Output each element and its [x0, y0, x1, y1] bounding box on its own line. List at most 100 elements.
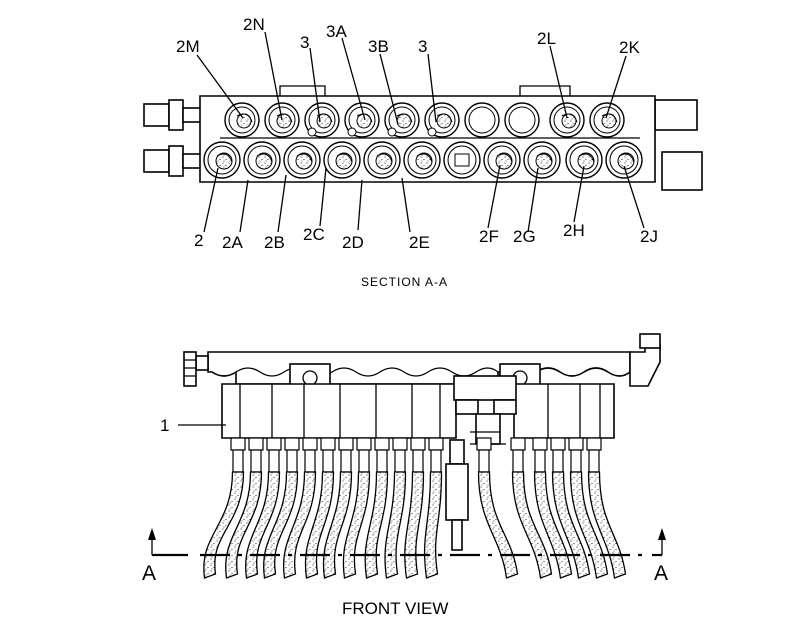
orifice	[427, 127, 437, 137]
hex-fitting	[356, 437, 372, 451]
hydraulic-hose	[245, 471, 281, 579]
callout-2J: 2J	[640, 227, 658, 246]
hydraulic-hose	[551, 471, 591, 579]
hose-fitting-row	[230, 437, 602, 473]
hydraulic-hose	[225, 471, 263, 579]
right-end-fittings	[654, 99, 703, 191]
hydraulic-hose	[569, 471, 609, 579]
callout-2C: 2C	[303, 225, 325, 244]
hex-fitting	[586, 437, 602, 451]
hex-fitting	[266, 437, 282, 451]
hose-nipple	[376, 449, 388, 473]
callout-2L: 2L	[537, 29, 556, 48]
hoses	[203, 471, 627, 579]
hose-nipple	[304, 449, 316, 473]
hydraulic-hose	[477, 471, 519, 579]
manifold-top-rail	[207, 351, 631, 385]
hydraulic-hose	[511, 471, 553, 579]
bottom-leader-lines	[203, 164, 645, 233]
top-port	[589, 102, 625, 138]
valve-body-right	[513, 383, 615, 439]
hose-nipple	[394, 449, 406, 473]
top-port	[549, 102, 585, 138]
hydraulic-hose	[533, 471, 573, 579]
hex-fitting	[476, 437, 492, 451]
hydraulic-hose	[322, 471, 353, 579]
hex-fitting	[248, 437, 264, 451]
callout-3A: 3A	[326, 22, 347, 41]
orifice	[387, 127, 397, 137]
hydraulic-hose	[364, 471, 389, 579]
callout-3-right: 3	[418, 37, 427, 56]
top-port	[224, 102, 260, 138]
bottom-port	[605, 141, 643, 179]
bottom-port	[283, 141, 321, 179]
hex-fitting	[532, 437, 548, 451]
callout-2A: 2A	[222, 233, 243, 252]
callout-2E: 2E	[409, 233, 430, 252]
top-port	[264, 102, 300, 138]
section-line-a-a	[148, 528, 666, 557]
callout-3-left: 3	[300, 33, 309, 52]
hose-nipple	[250, 449, 262, 473]
hose-nipple	[430, 449, 442, 473]
hose-nipple	[588, 449, 600, 473]
hex-fitting	[550, 437, 566, 451]
bottom-row-ports	[203, 141, 643, 179]
bottom-port	[523, 141, 561, 179]
hex-fitting	[568, 437, 584, 451]
top-leader-lines	[196, 31, 627, 125]
bottom-port	[443, 141, 481, 179]
hydraulic-hose	[423, 471, 443, 579]
callout-2M: 2M	[176, 37, 200, 56]
top-port	[464, 102, 500, 138]
bottom-port	[565, 141, 603, 179]
bottom-port	[323, 141, 361, 179]
callout-2H: 2H	[563, 221, 585, 240]
hose-nipple	[412, 449, 424, 473]
bottom-port	[363, 141, 401, 179]
hex-fitting	[410, 437, 426, 451]
callout-2B: 2B	[264, 233, 285, 252]
callout-2: 2	[194, 231, 203, 250]
orifice	[347, 127, 357, 137]
hose-nipple	[286, 449, 298, 473]
bottom-port	[243, 141, 281, 179]
callout-2N: 2N	[243, 15, 265, 34]
hose-nipple	[512, 449, 524, 473]
hose-nipple	[478, 449, 490, 473]
bottom-port	[403, 141, 441, 179]
bottom-port	[203, 141, 241, 179]
hex-fitting	[302, 437, 318, 451]
hydraulic-hose	[263, 471, 299, 579]
callout-1: 1	[160, 416, 169, 435]
callout-2G: 2G	[513, 227, 536, 246]
hex-fitting	[320, 437, 336, 451]
sensor-body	[445, 463, 469, 521]
hex-fitting	[338, 437, 354, 451]
front-view: 1 A A FRONT VIEW	[142, 333, 668, 618]
hose-nipple	[552, 449, 564, 473]
hex-fitting	[230, 437, 246, 451]
sensor-tip	[451, 519, 463, 551]
hydraulic-hose	[587, 471, 627, 579]
hex-fitting	[284, 437, 300, 451]
hose-nipple	[232, 449, 244, 473]
hose-nipple	[534, 449, 546, 473]
section-arrow-right-label: A	[654, 562, 668, 585]
section-title: SECTION A-A	[361, 275, 448, 289]
left-end-fittings	[143, 99, 206, 177]
callout-2D: 2D	[342, 233, 364, 252]
hydraulic-hose	[384, 471, 407, 579]
hose-nipple	[340, 449, 352, 473]
hex-fitting	[510, 437, 526, 451]
hydraulic-hose	[404, 471, 425, 579]
hose-nipple	[322, 449, 334, 473]
valve-body	[221, 383, 457, 439]
hex-fitting	[392, 437, 408, 451]
hydraulic-hose	[342, 471, 371, 579]
top-port	[504, 102, 540, 138]
orifice	[307, 127, 317, 137]
hose-nipple	[358, 449, 370, 473]
